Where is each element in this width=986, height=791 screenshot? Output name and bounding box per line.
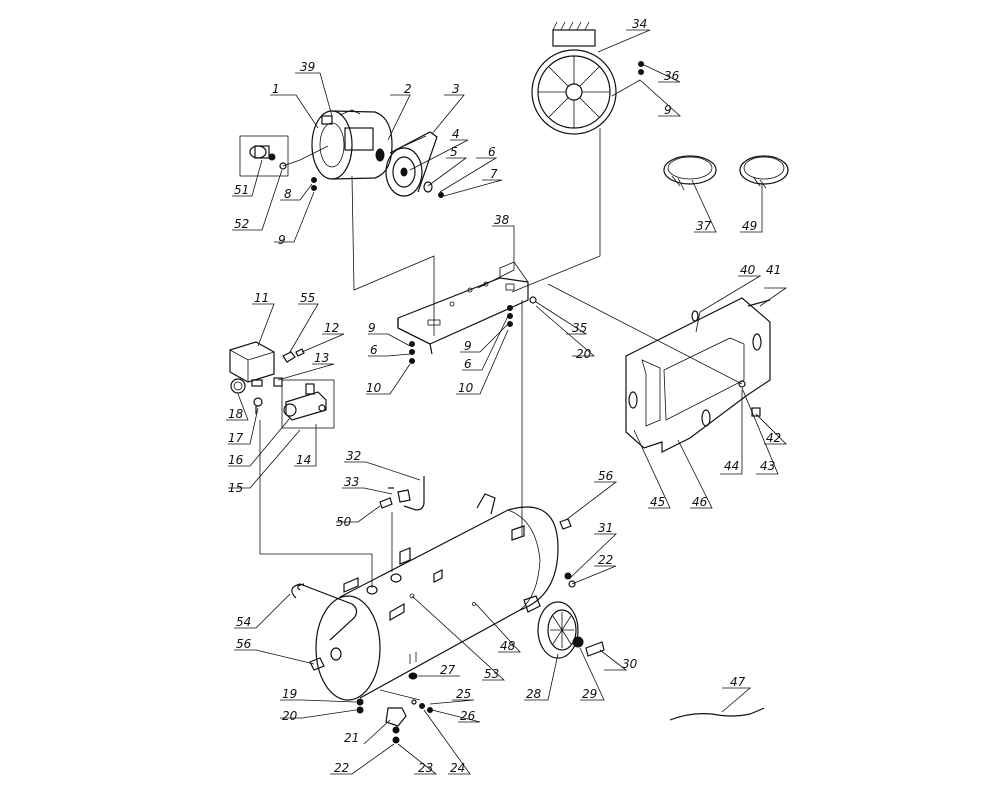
outlet-pipe <box>379 476 425 511</box>
callout-22-drain: 22 <box>334 761 349 775</box>
callout-43: 43 <box>760 459 775 473</box>
pressure-switch <box>229 341 275 394</box>
callout-labels: 39 1 2 3 4 5 6 7 8 9 51 52 34 36 9 37 49… <box>228 17 781 775</box>
pump-flywheel <box>531 21 644 135</box>
callout-48: 48 <box>500 639 516 653</box>
callout-14: 14 <box>296 453 311 467</box>
callout-17: 17 <box>228 431 244 445</box>
motor <box>311 109 393 180</box>
callout-26: 26 <box>460 709 476 723</box>
callout-50: 50 <box>336 515 352 529</box>
callout-6-plate-left: 6 <box>370 343 378 357</box>
wheel <box>537 601 605 659</box>
callout-39: 39 <box>300 60 315 74</box>
power-cable <box>669 707 765 721</box>
callout-4: 4 <box>452 127 460 141</box>
callout-20-drain: 20 <box>282 709 298 723</box>
callout-19: 19 <box>282 687 297 701</box>
callout-54: 54 <box>236 615 251 629</box>
callout-34: 34 <box>632 17 647 31</box>
callout-12: 12 <box>324 321 339 335</box>
callout-56-tank-top: 56 <box>598 469 614 483</box>
drain-valve <box>356 652 433 744</box>
callout-15: 15 <box>228 481 243 495</box>
callout-6: 6 <box>488 145 496 159</box>
callout-52: 52 <box>234 217 249 231</box>
air-tank <box>315 493 559 701</box>
callout-38: 38 <box>494 213 510 227</box>
callout-22-wheel: 22 <box>598 553 613 567</box>
callout-36: 36 <box>664 69 680 83</box>
motor-pulley <box>385 131 438 197</box>
callout-46: 46 <box>692 495 708 509</box>
plate-bolts <box>409 296 537 364</box>
callout-9-plate-left: 9 <box>368 321 376 335</box>
callout-56-tank-end: 56 <box>236 637 252 651</box>
callout-18: 18 <box>228 407 244 421</box>
callout-42: 42 <box>766 431 781 445</box>
callout-8: 8 <box>284 187 292 201</box>
callout-7: 7 <box>490 167 498 181</box>
capacitor <box>239 135 289 177</box>
assembly-lines <box>259 128 743 588</box>
callout-51: 51 <box>234 183 249 197</box>
callout-9-plate-right: 9 <box>464 339 472 353</box>
hose-49 <box>739 155 789 189</box>
callout-leaders <box>226 29 788 775</box>
callout-41: 41 <box>766 263 781 277</box>
callout-55: 55 <box>300 291 315 305</box>
callout-11: 11 <box>254 291 269 305</box>
callout-30: 30 <box>622 657 638 671</box>
callout-6-plate-right: 6 <box>464 357 472 371</box>
callout-20-plate: 20 <box>576 347 592 361</box>
callout-32: 32 <box>346 449 361 463</box>
axle-nuts <box>564 572 576 588</box>
callout-27: 27 <box>440 663 456 677</box>
belt-guard <box>625 297 771 453</box>
drain-plug-56 <box>309 518 572 671</box>
callout-33: 33 <box>344 475 359 489</box>
callout-13: 13 <box>314 351 329 365</box>
valve-manifold <box>253 377 335 429</box>
callout-31: 31 <box>598 521 613 535</box>
callout-40: 40 <box>740 263 756 277</box>
callout-9-pump: 9 <box>664 103 672 117</box>
callout-5: 5 <box>450 145 458 159</box>
callout-23: 23 <box>418 761 433 775</box>
callout-16: 16 <box>228 453 244 467</box>
callout-53: 53 <box>484 667 499 681</box>
callout-3: 3 <box>452 82 460 96</box>
callout-2: 2 <box>404 82 412 96</box>
callout-25: 25 <box>456 687 471 701</box>
callout-28: 28 <box>526 687 542 701</box>
callout-35: 35 <box>572 321 587 335</box>
callout-29: 29 <box>582 687 597 701</box>
callout-24: 24 <box>450 761 465 775</box>
hose-37 <box>663 155 717 191</box>
callout-10-plate-right: 10 <box>458 381 474 395</box>
callout-47: 47 <box>730 675 746 689</box>
fitting-55 <box>282 348 305 363</box>
callout-1: 1 <box>272 82 280 96</box>
motor-bolts <box>311 177 317 191</box>
callout-49: 49 <box>742 219 757 233</box>
callout-10-plate-left: 10 <box>366 381 382 395</box>
callout-44: 44 <box>724 459 739 473</box>
handle <box>291 583 358 641</box>
callout-21: 21 <box>344 731 359 745</box>
callout-9-motor: 9 <box>278 233 286 247</box>
washer-bolt <box>423 181 444 198</box>
callout-37: 37 <box>696 219 712 233</box>
callout-45: 45 <box>650 495 665 509</box>
